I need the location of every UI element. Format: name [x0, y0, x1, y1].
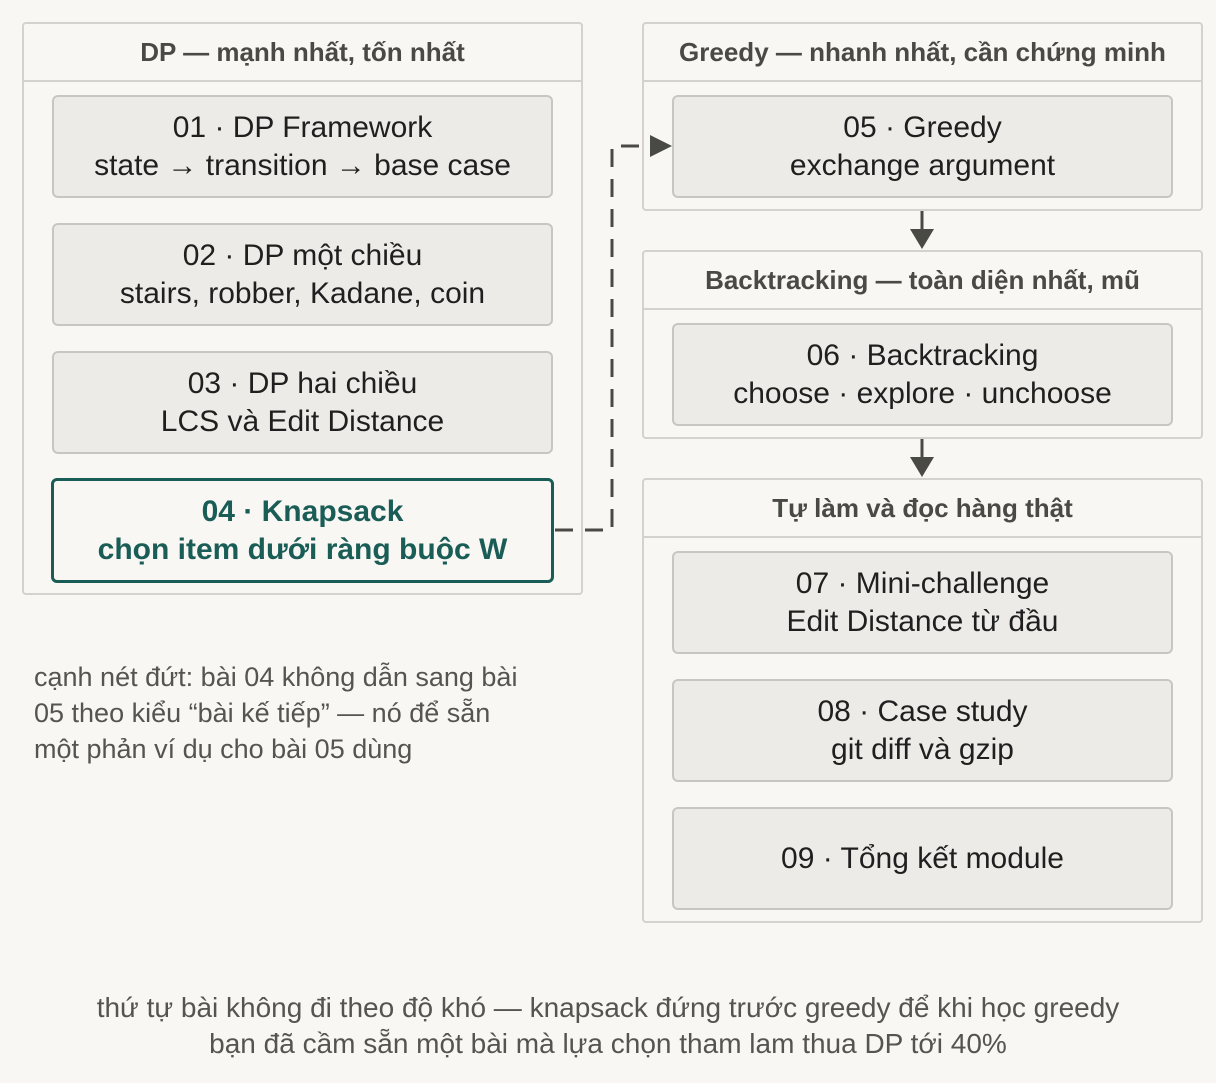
node-01-subtitle: state → transition → base case — [94, 148, 511, 182]
node-09-title: 09 · Tổng kết module — [781, 841, 1064, 875]
node-06-subtitle: choose · explore · unchoose — [733, 376, 1112, 410]
edge-06-to-07-arrowhead — [910, 457, 934, 477]
node-03-dp-2d[interactable]: 03 · DP hai chiều LCS và Edit Distance — [52, 351, 553, 454]
node-04-title: 04 · Knapsack — [201, 494, 404, 528]
node-05-subtitle: exchange argument — [789, 148, 1056, 182]
footer-caption: thứ tự bài không đi theo độ khó — knapsa… — [0, 990, 1216, 1062]
node-02-dp-1d[interactable]: 02 · DP một chiều stairs, robber, Kadane… — [52, 223, 553, 326]
group-backtracking-title: Backtracking — toàn diện nhất, mũ — [644, 252, 1201, 310]
node-06-backtracking[interactable]: 06 · Backtracking choose · explore · unc… — [672, 323, 1173, 426]
edge-04-to-05-arrowhead — [650, 135, 672, 157]
dashed-edge-note: cạnh nét đứt: bài 04 không dẫn sang bài … — [34, 659, 517, 767]
node-05-title: 05 · Greedy — [843, 110, 1002, 144]
node-01-title: 01 · DP Framework — [172, 110, 433, 144]
node-07-mini-challenge[interactable]: 07 · Mini-challenge Edit Distance từ đầu — [672, 551, 1173, 654]
node-08-case-study[interactable]: 08 · Case study git diff và gzip — [672, 679, 1173, 782]
node-05-greedy[interactable]: 05 · Greedy exchange argument — [672, 95, 1173, 198]
node-09-summary[interactable]: 09 · Tổng kết module — [672, 807, 1173, 910]
node-06-title: 06 · Backtracking — [806, 338, 1039, 372]
node-03-title: 03 · DP hai chiều — [187, 366, 418, 400]
node-08-subtitle: git diff và gzip — [831, 732, 1014, 766]
note-line-1: cạnh nét đứt: bài 04 không dẫn sang bài — [34, 662, 518, 692]
edge-04-to-05-dashed — [555, 144, 660, 532]
node-03-subtitle: LCS và Edit Distance — [160, 404, 445, 438]
group-practice-title: Tự làm và đọc hàng thật — [644, 480, 1201, 538]
node-04-knapsack[interactable]: 04 · Knapsack chọn item dưới ràng buộc W — [51, 478, 554, 583]
node-08-title: 08 · Case study — [817, 694, 1028, 728]
node-07-title: 07 · Mini-challenge — [795, 566, 1050, 600]
node-02-title: 02 · DP một chiều — [182, 238, 423, 272]
group-dp-title: DP — mạnh nhất, tốn nhất — [24, 24, 581, 82]
footer-line-1: thứ tự bài không đi theo độ khó — knapsa… — [96, 992, 1120, 1023]
node-07-subtitle: Edit Distance từ đầu — [786, 604, 1059, 638]
edge-05-to-06-arrowhead — [910, 229, 934, 249]
note-line-3: một phản ví dụ cho bài 05 dùng — [34, 734, 413, 764]
node-02-subtitle: stairs, robber, Kadane, coin — [119, 276, 486, 310]
footer-line-2: bạn đã cầm sẵn một bài mà lựa chọn tham … — [209, 1028, 1007, 1059]
group-greedy-title: Greedy — nhanh nhất, cần chứng minh — [644, 24, 1201, 82]
node-04-subtitle: chọn item dưới ràng buộc W — [97, 532, 508, 566]
node-01-dp-framework[interactable]: 01 · DP Framework state → transition → b… — [52, 95, 553, 198]
note-line-2: 05 theo kiểu “bài kế tiếp” — nó để sẵn — [34, 698, 491, 728]
